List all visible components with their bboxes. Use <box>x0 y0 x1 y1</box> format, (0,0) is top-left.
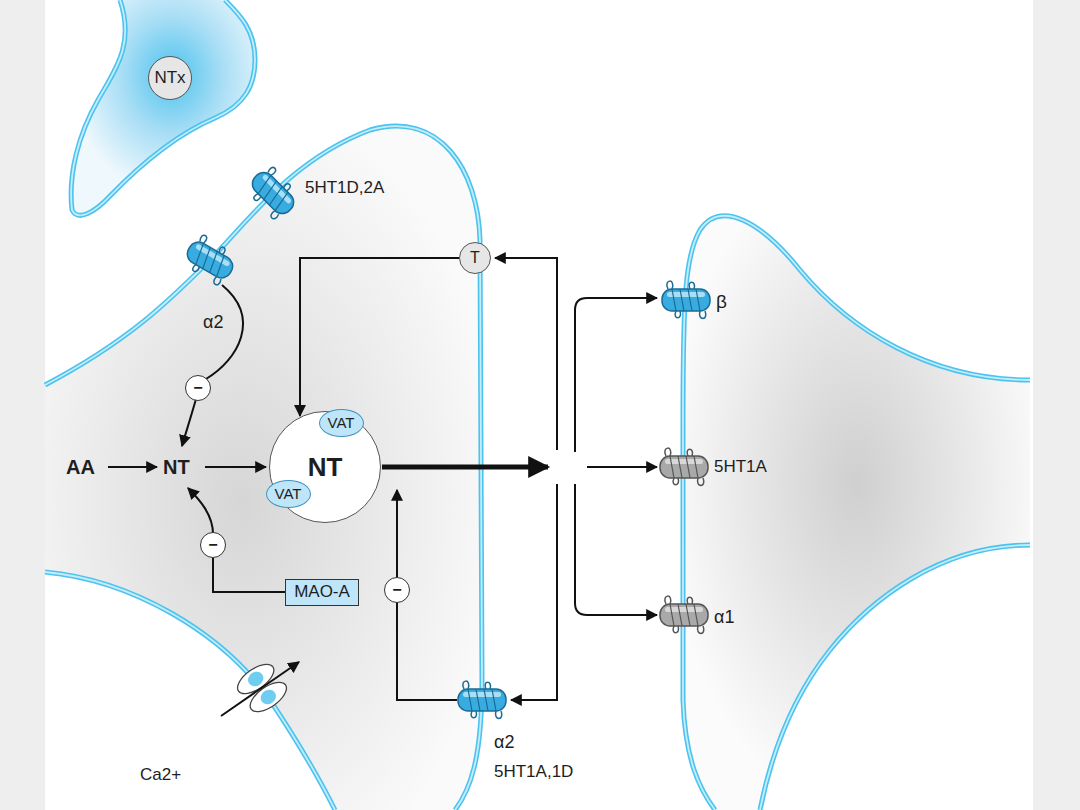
receptor-symbol <box>458 681 506 718</box>
inhibition-arrow <box>182 399 196 446</box>
panel-ground <box>45 0 1033 810</box>
autoreceptor-line <box>511 484 557 700</box>
connector-arrow <box>213 558 285 592</box>
membrane <box>760 545 1030 810</box>
membrane <box>683 216 1030 810</box>
vat-ellipse: VAT <box>319 409 364 437</box>
membrane <box>683 216 1030 810</box>
node-text: VAT <box>328 415 355 432</box>
storage-arrow <box>205 466 266 468</box>
node-text: NT <box>308 453 343 482</box>
receptor-label: α1 <box>714 607 734 628</box>
receptor-symbol <box>660 448 708 485</box>
release-arrow <box>382 465 548 470</box>
transmitter-circle: NTx <box>148 56 192 100</box>
inhibition-line <box>206 285 243 379</box>
molecule-label: NT <box>163 456 190 479</box>
ion-label: Ca2+ <box>140 765 181 785</box>
connector-arrow <box>300 258 459 416</box>
channel-subunit <box>258 687 279 708</box>
node-text: MAO-A <box>294 583 350 602</box>
receptor-label: α2 <box>203 312 223 333</box>
receptor-label: α2 <box>494 732 514 753</box>
receptor-symbol <box>662 281 710 318</box>
feedback-line <box>397 602 457 700</box>
inhibition-arrow <box>188 488 213 534</box>
receptor-arrow <box>575 484 657 615</box>
postsynaptic-neuron <box>683 216 1030 810</box>
membrane <box>45 572 335 810</box>
node-text: NTx <box>154 69 185 88</box>
node-text: − <box>193 379 202 397</box>
neuron-membrane <box>71 0 255 215</box>
neuron-fill <box>71 0 255 215</box>
receptor-arrow <box>587 466 657 468</box>
inhibition-sign: − <box>200 532 226 558</box>
membrane <box>760 545 1030 810</box>
node-text: T <box>470 249 480 267</box>
vesicle-circle: NT VAT VAT <box>269 411 381 523</box>
inhibition-sign: − <box>185 375 211 401</box>
receptor-symbol <box>180 232 240 288</box>
receptor-label: 5HT1A <box>714 457 767 477</box>
transporter-circle: T <box>459 242 491 274</box>
vat-ellipse: VAT <box>266 480 311 508</box>
receptor-symbol <box>660 596 708 633</box>
receptor-label: 5HT1A,1D <box>494 762 573 782</box>
inhibition-sign: − <box>384 577 410 603</box>
node-text: − <box>208 536 217 554</box>
neuron-membrane <box>71 0 255 215</box>
synthesis-arrow <box>108 466 157 468</box>
enzyme-box: MAO-A <box>285 579 359 606</box>
molecule-label: AA <box>66 456 95 479</box>
receptor-label: 5HT1D,2A <box>305 178 384 198</box>
arrows <box>108 258 657 716</box>
node-text: − <box>392 581 401 599</box>
membrane <box>45 126 1030 810</box>
membrane <box>45 572 335 810</box>
receptor-arrow <box>575 298 657 452</box>
membrane <box>45 126 1030 810</box>
receptor-symbol <box>243 163 303 223</box>
node-text: VAT <box>275 486 302 503</box>
receptor-label: β <box>716 291 727 313</box>
ion-flow-arrow <box>221 662 299 716</box>
reuptake-line <box>495 258 557 450</box>
feedback-arrow <box>396 490 398 578</box>
